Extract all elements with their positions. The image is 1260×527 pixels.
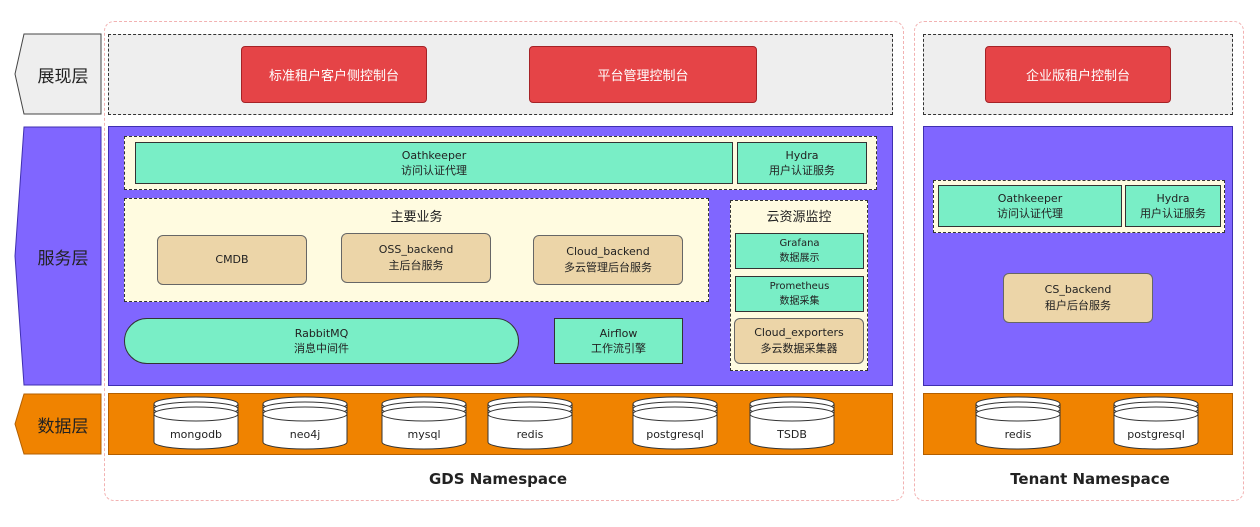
oss-backend-name: OSS_backend: [378, 243, 454, 256]
database-cylinder-icon: [975, 396, 1061, 450]
rabbitmq-name: RabbitMQ: [294, 327, 349, 340]
gds-hydra-desc: 用户认证服务: [769, 164, 835, 177]
database-label: TSDB: [777, 428, 807, 441]
platform-admin-console[interactable]: 平台管理控制台: [529, 46, 757, 103]
gds-oathkeeper-name: Oathkeeper: [401, 149, 467, 162]
tenant-oathkeeper-desc: 访问认证代理: [997, 207, 1063, 220]
database-mongodb[interactable]: mongodb: [153, 396, 239, 450]
database-tsdb[interactable]: TSDB: [749, 396, 835, 450]
oss-backend-service[interactable]: OSS_backend 主后台服务: [341, 233, 491, 283]
gds-oathkeeper-desc: 访问认证代理: [401, 164, 467, 177]
tenant-hydra-desc: 用户认证服务: [1140, 207, 1206, 220]
database-cylinder-icon: [381, 396, 467, 450]
database-neo4j[interactable]: neo4j: [262, 396, 348, 450]
cs-backend-service[interactable]: CS_backend 租户后台服务: [1003, 273, 1153, 323]
data-layer-label: 数据层: [14, 393, 102, 455]
grafana-service[interactable]: Grafana 数据展示: [735, 233, 864, 269]
cloud-exporters-name: Cloud_exporters: [754, 326, 844, 339]
database-redis[interactable]: redis: [487, 396, 573, 450]
database-cylinder-icon: [749, 396, 835, 450]
cmdb-service[interactable]: CMDB: [157, 235, 307, 285]
tenant-hydra[interactable]: Hydra 用户认证服务: [1125, 185, 1221, 227]
gds-hydra[interactable]: Hydra 用户认证服务: [737, 142, 867, 184]
tenant-hydra-name: Hydra: [1156, 192, 1190, 205]
database-cylinder-icon: [632, 396, 718, 450]
database-postgresql[interactable]: postgresql: [632, 396, 718, 450]
prometheus-service[interactable]: Prometheus 数据采集: [735, 276, 864, 312]
tenant-service-layer: [923, 126, 1233, 386]
tenant-oathkeeper-name: Oathkeeper: [997, 192, 1063, 205]
standard-tenant-console[interactable]: 标准租户客户侧控制台: [241, 46, 427, 103]
airflow-desc: 工作流引擎: [591, 342, 646, 355]
rabbitmq-service[interactable]: RabbitMQ 消息中间件: [124, 318, 519, 364]
gds-namespace-outline: [104, 21, 904, 501]
tenant-namespace-title: Tenant Namespace: [1010, 470, 1170, 488]
airflow-service[interactable]: Airflow 工作流引擎: [554, 318, 683, 364]
cloud-backend-desc: 多云管理后台服务: [564, 261, 652, 274]
data-layer-text: 数据层: [37, 416, 89, 437]
presentation-layer-label: 展现层: [14, 33, 102, 115]
data-layer-shape: [14, 393, 102, 455]
presentation-layer-shape: [14, 33, 102, 115]
database-cylinder-icon: [262, 396, 348, 450]
tenant-namespace-outline: [914, 21, 1244, 501]
prometheus-name: Prometheus: [769, 281, 830, 292]
database-label: postgresql: [1127, 428, 1185, 441]
gds-presentation-layer: [108, 34, 893, 115]
cloud-backend-name: Cloud_backend: [566, 245, 650, 258]
cloud-monitor-title: 云资源监控: [766, 209, 832, 225]
grafana-name: Grafana: [779, 238, 820, 249]
tenant-oathkeeper[interactable]: Oathkeeper 访问认证代理: [938, 185, 1122, 227]
service-layer-shape: [14, 126, 102, 386]
cloud-exporters-service[interactable]: Cloud_exporters 多云数据采集器: [734, 318, 864, 364]
prometheus-desc: 数据采集: [779, 296, 820, 307]
database-label: redis: [516, 428, 544, 441]
database-cylinder-icon: [153, 396, 239, 450]
database-label: redis: [1004, 428, 1032, 441]
oss-backend-desc: 主后台服务: [388, 259, 444, 272]
database-label: neo4j: [289, 428, 321, 441]
database-label: postgresql: [646, 428, 704, 441]
database-label: mysql: [407, 428, 441, 441]
cloud-exporters-desc: 多云数据采集器: [760, 342, 838, 355]
service-layer-text: 服务层: [37, 248, 89, 269]
service-layer-label: 服务层: [14, 126, 102, 386]
database-postgresql[interactable]: postgresql: [1113, 396, 1199, 450]
cs-backend-desc: 租户后台服务: [1045, 299, 1111, 312]
grafana-desc: 数据展示: [779, 253, 820, 264]
gds-oathkeeper[interactable]: Oathkeeper 访问认证代理: [135, 142, 733, 184]
database-cylinder-icon: [1113, 396, 1199, 450]
cloud-backend-service[interactable]: Cloud_backend 多云管理后台服务: [533, 235, 683, 285]
database-cylinder-icon: [487, 396, 573, 450]
cs-backend-name: CS_backend: [1044, 283, 1112, 296]
airflow-name: Airflow: [599, 327, 638, 340]
database-label: mongodb: [169, 428, 223, 441]
enterprise-tenant-console[interactable]: 企业版租户控制台: [985, 46, 1171, 103]
presentation-layer-text: 展现层: [37, 66, 89, 87]
gds-hydra-name: Hydra: [785, 149, 819, 162]
main-business-title: 主要业务: [390, 209, 443, 225]
database-mysql[interactable]: mysql: [381, 396, 467, 450]
gds-namespace-title: GDS Namespace: [428, 470, 568, 488]
rabbitmq-desc: 消息中间件: [294, 342, 349, 355]
database-redis[interactable]: redis: [975, 396, 1061, 450]
